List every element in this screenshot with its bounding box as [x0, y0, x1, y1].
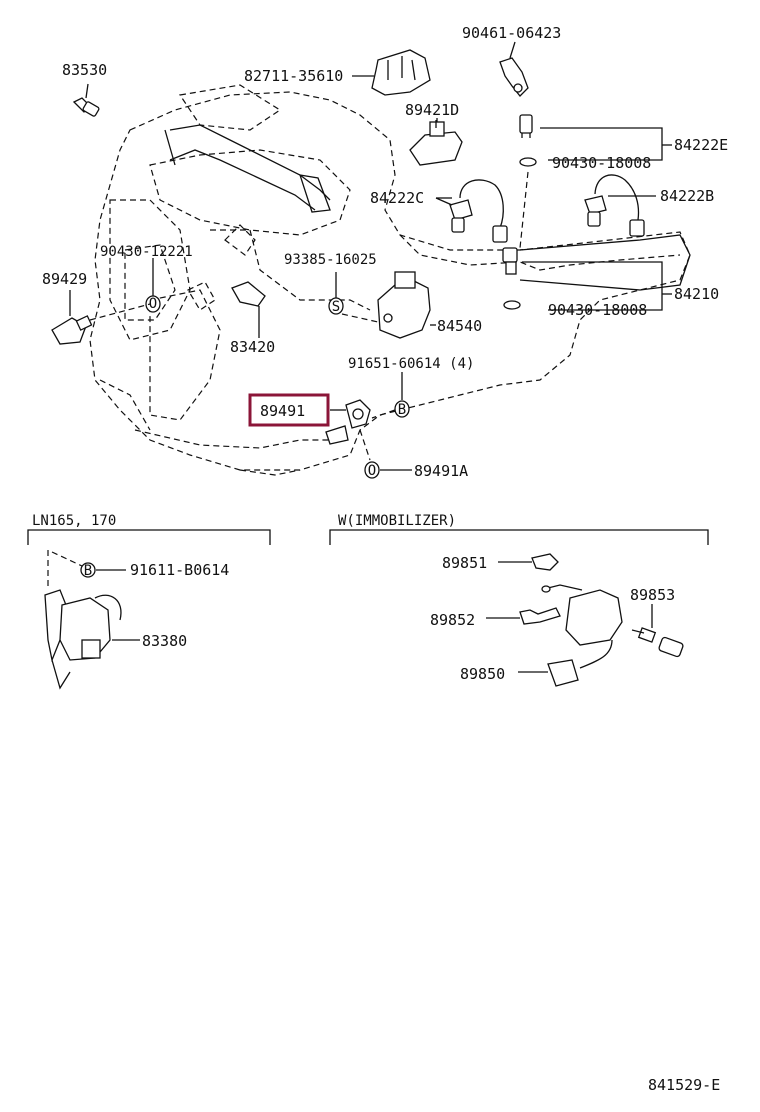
part-89851: [498, 553, 559, 571]
switch-84540: [377, 271, 436, 339]
section-label-ln: LN165, 170: [32, 513, 116, 529]
part-89853: [631, 604, 684, 658]
sensor-89491[interactable]: [325, 399, 371, 445]
label-91651-60614[interactable]: 91651-60614 (4): [348, 356, 474, 372]
label-90461-06423[interactable]: 90461-06423: [462, 24, 561, 42]
engine-outline: [89, 84, 691, 476]
label-84222e[interactable]: 84222E: [674, 136, 728, 154]
bolt-91611: B: [47, 550, 126, 590]
switch-84222b: [584, 174, 656, 237]
callout-b-bolt-91611: B: [84, 563, 92, 579]
label-89851[interactable]: 89851: [442, 554, 487, 572]
diagram-code: 841529-E: [648, 1076, 720, 1094]
sensor-89429: [51, 290, 151, 345]
part-89850: [518, 584, 623, 687]
sensor-83530: [72, 83, 100, 117]
label-83530[interactable]: 83530: [62, 61, 107, 79]
sender-83420: [231, 281, 266, 338]
callout-o-washer-12221: O: [149, 296, 157, 312]
bracket-82711: [352, 49, 431, 96]
label-90430-18008-top[interactable]: 90430-18008: [552, 154, 651, 172]
stud-93385: S: [328, 272, 379, 323]
callout-s-stud-93385: S: [332, 299, 340, 315]
label-84210[interactable]: 84210: [674, 285, 719, 303]
highlight-box-89491: [248, 393, 330, 427]
part-89852: [486, 607, 561, 625]
label-82711-35610[interactable]: 82711-35610: [244, 67, 343, 85]
label-89429[interactable]: 89429: [42, 270, 87, 288]
label-84540[interactable]: 84540: [437, 317, 482, 335]
label-83380[interactable]: 83380: [142, 632, 187, 650]
label-89852[interactable]: 89852: [430, 611, 475, 629]
switch-84222e: [519, 114, 672, 167]
label-89421d[interactable]: 89421D: [405, 101, 459, 119]
label-84222b[interactable]: 84222B: [660, 187, 714, 205]
label-89491[interactable]: 89491: [260, 402, 305, 420]
label-90430-12221[interactable]: 90430-12221: [100, 244, 193, 260]
label-90430-18008-bot[interactable]: 90430-18008: [548, 301, 647, 319]
section-immobilizer: [329, 529, 709, 545]
label-89491a[interactable]: 89491A: [414, 462, 468, 480]
section-ln: [27, 529, 271, 545]
label-89850[interactable]: 89850: [460, 665, 505, 683]
labels[interactable]: 83530 82711-35610 90461-06423 89421D 842…: [32, 24, 728, 1094]
sensor-89421d: [409, 118, 463, 166]
oring-89491a: O: [359, 429, 412, 479]
clamp-90461: [499, 41, 529, 97]
intake-pipe: [164, 124, 691, 291]
callout-o-oring-89491a: O: [368, 463, 376, 479]
valve-83380: [44, 589, 140, 690]
callout-b-bolt-91651: B: [398, 402, 406, 418]
leader-lines: [435, 120, 552, 199]
label-84222c[interactable]: 84222C: [370, 189, 424, 207]
label-89853[interactable]: 89853: [630, 586, 675, 604]
section-label-immobilizer: W(IMMOBILIZER): [338, 513, 456, 529]
switch-84210: [502, 171, 672, 311]
bolt-91651: B: [371, 372, 410, 419]
label-91611-b0614[interactable]: 91611-B0614: [130, 561, 229, 579]
label-83420[interactable]: 83420: [230, 338, 275, 356]
switch-84222c: [435, 179, 508, 243]
washer-90430-12221: O: [145, 258, 161, 313]
label-93385-16025[interactable]: 93385-16025: [284, 252, 377, 268]
